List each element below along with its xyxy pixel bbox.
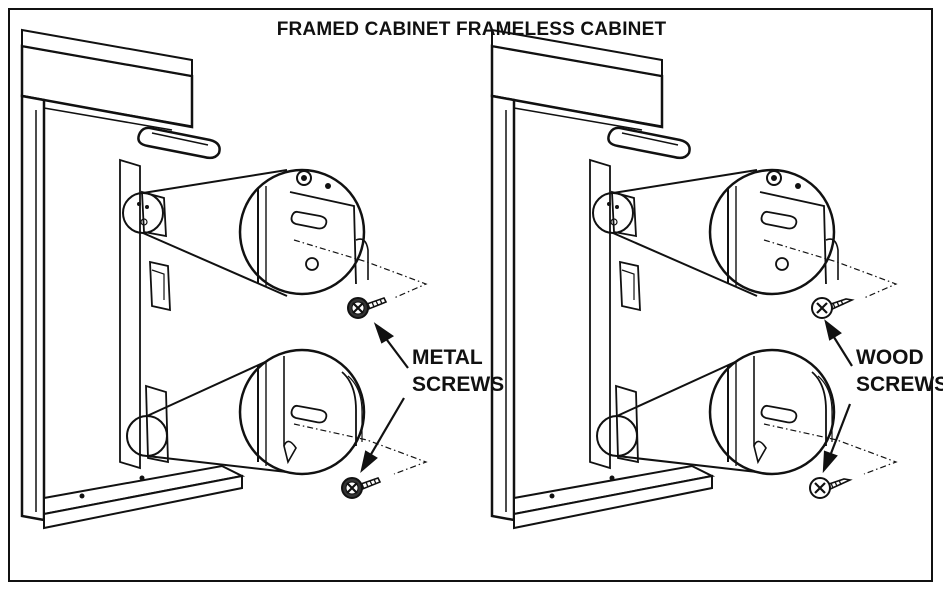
wood-screw-icon	[808, 476, 852, 500]
diagram-border	[8, 8, 933, 582]
metal-screws-label: METAL SCREWS	[412, 344, 504, 398]
metal-screw-icon	[340, 476, 382, 500]
title-framed: FRAMED CABINET	[276, 19, 451, 40]
wood-screw-icon	[810, 296, 854, 320]
metal-label-line2: SCREWS	[412, 373, 505, 396]
wood-label-line1: WOOD	[856, 346, 924, 369]
wood-label-line2: SCREWS	[856, 373, 943, 396]
metal-screw-icon	[346, 296, 388, 320]
title-frameless: FRAMELESS CABINET	[455, 19, 667, 40]
frameless-cabinet-drawing	[490, 28, 898, 530]
wood-screws-label: WOOD SCREWS	[856, 344, 943, 398]
arrow-icon	[360, 322, 409, 473]
arrow-icon	[822, 319, 853, 474]
metal-label-line1: METAL	[412, 346, 483, 369]
diagram-title: FRAMED CABINET FRAMELESS CABINET	[0, 19, 943, 41]
